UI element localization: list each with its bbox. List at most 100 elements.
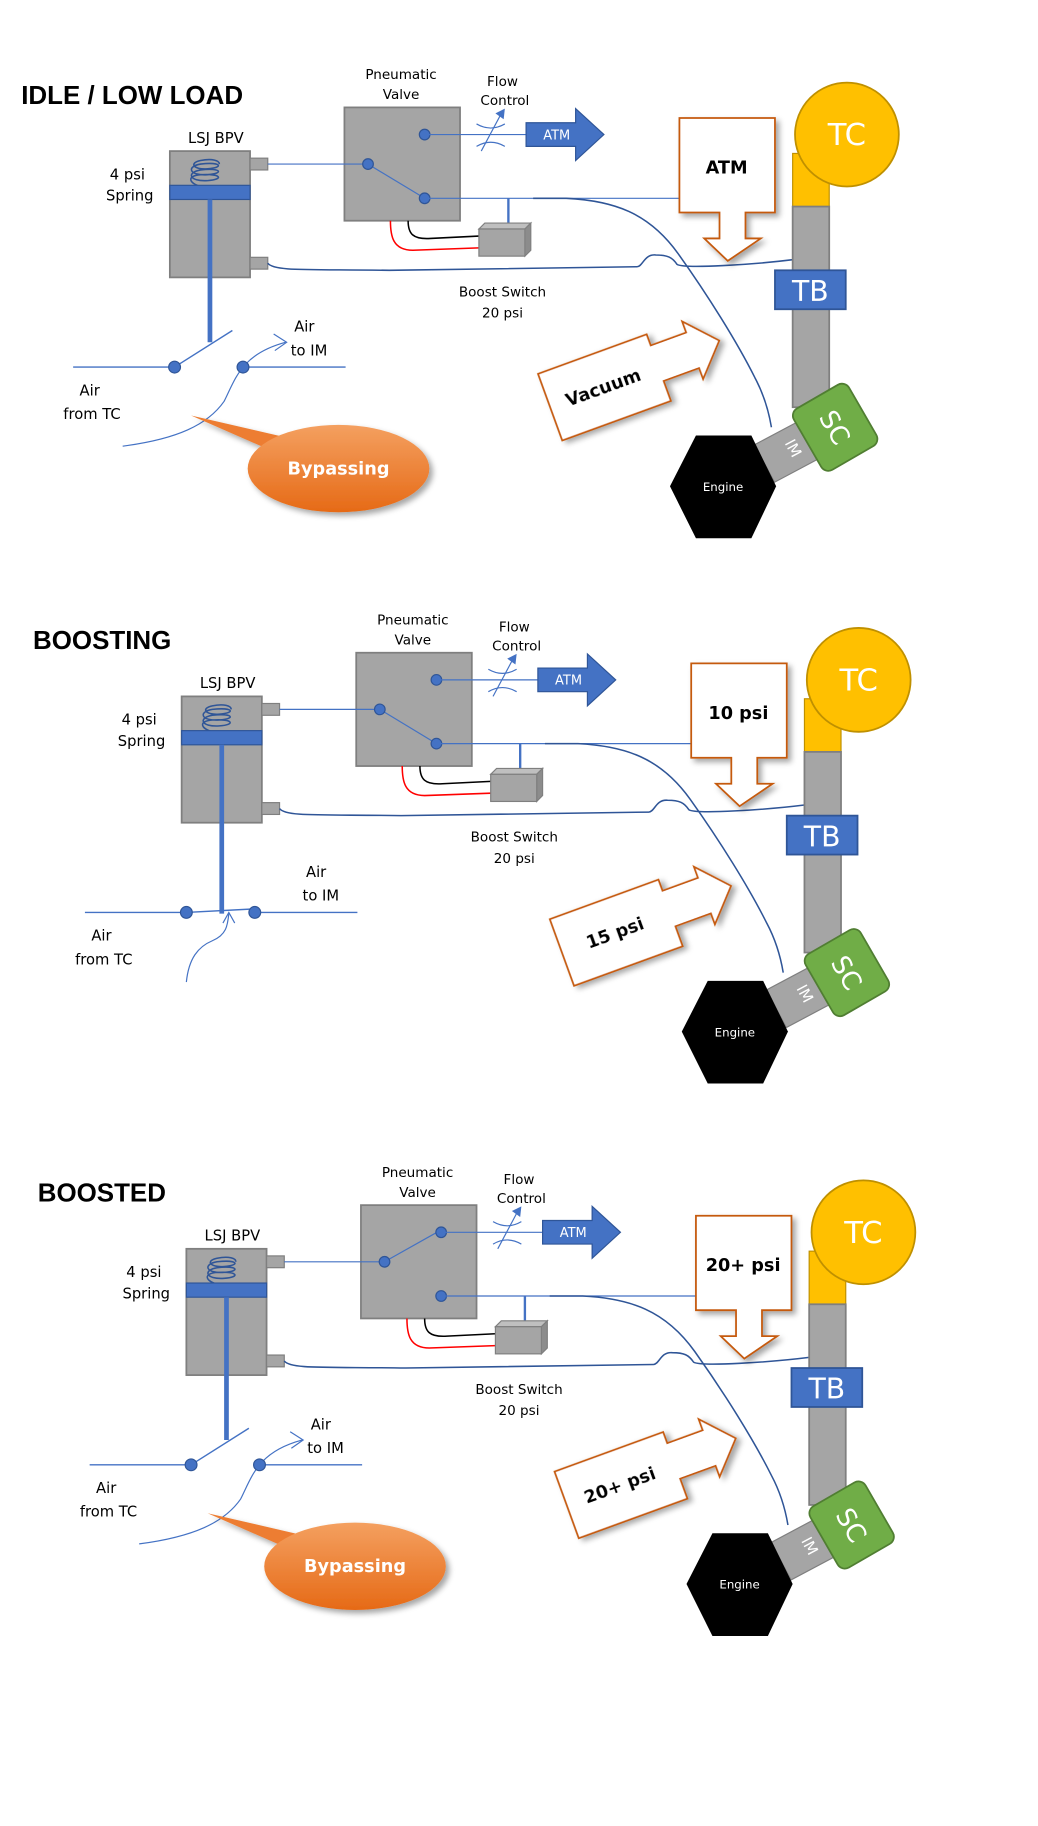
sc-body — [808, 1480, 895, 1570]
bpv-reference-hose — [278, 799, 805, 817]
bpv-label: LSJ BPV — [188, 130, 244, 147]
switch-top — [489, 767, 545, 775]
flow-adjust-line — [492, 660, 513, 697]
atm-arrow-icon — [537, 652, 617, 708]
engine-label: Engine — [715, 1025, 755, 1039]
bpv-bottom-port — [249, 256, 269, 270]
arrow-head-icon — [289, 1431, 305, 1449]
pneumatic-label-line1: Pneumatic — [365, 67, 436, 83]
switch-contact-right — [248, 905, 262, 919]
callout-shape — [536, 319, 721, 442]
throttle-body — [774, 269, 847, 311]
panel-title: BOOSTED — [38, 1180, 166, 1208]
callout-bubble — [264, 1522, 446, 1610]
valve-switch-link — [379, 708, 437, 745]
sc-body — [791, 382, 879, 472]
switch-top — [493, 1320, 549, 1328]
panel-title: IDLE / LOW LOAD — [21, 82, 243, 110]
engine — [686, 1533, 793, 1636]
spring-label-line2: Spring — [106, 188, 154, 205]
callout-shape — [678, 117, 776, 262]
engine-label: Engine — [703, 480, 743, 494]
valve-port-common — [362, 158, 374, 170]
throttle-body-label: TB — [808, 1373, 846, 1406]
flow-restrictor-icon — [476, 123, 506, 147]
sc-body — [803, 928, 891, 1018]
switch-front — [478, 228, 526, 257]
air-from-tc-line1: Air — [96, 1480, 117, 1497]
manifold-vacuum-hose — [544, 742, 784, 973]
bypassing-label: Bypassing — [304, 1557, 406, 1577]
flow-label-line2: Control — [480, 93, 529, 109]
flow-label-line1: Flow — [487, 74, 518, 90]
flow-label-line2: Control — [497, 1191, 546, 1207]
pneumatic-label-line2: Valve — [399, 1185, 436, 1201]
air-from-tc-line1: Air — [80, 382, 101, 399]
turbocharger-label: TC — [843, 1216, 882, 1251]
switch-side — [540, 1319, 548, 1356]
black-wire — [407, 220, 479, 240]
bpv-bottom-port — [265, 1354, 285, 1368]
bpv-label: LSJ BPV — [205, 1228, 261, 1245]
red-wire — [389, 220, 479, 252]
boost-switch-label-line2: 20 psi — [482, 306, 523, 322]
callout-tail — [207, 1513, 300, 1547]
valve-switch-link — [367, 163, 425, 199]
air-to-im-line1: Air — [311, 1416, 332, 1433]
atm-arrow-label: ATM — [543, 128, 570, 143]
flow-restrictor-icon — [488, 668, 517, 693]
valve-port-common — [378, 1255, 391, 1268]
air-from-tc-line1: Air — [91, 928, 112, 945]
bpv-bottom-port — [261, 802, 281, 816]
bpv-top-port — [265, 1255, 285, 1269]
air-to-im-line1: Air — [306, 864, 327, 881]
bpv-piston — [185, 1282, 268, 1298]
red-wire — [406, 1318, 496, 1349]
bpv-reference-hose — [267, 254, 793, 272]
bypassing-label: Bypassing — [288, 459, 390, 479]
pneumatic-label-line1: Pneumatic — [377, 612, 448, 628]
pneumatic-label-line2: Valve — [383, 87, 420, 103]
air-from-tc-line2: from TC — [75, 951, 132, 968]
spring-label-line1: 4 psi — [110, 166, 145, 183]
bpv-label: LSJ BPV — [200, 675, 256, 692]
air-to-im-line1: Air — [294, 319, 315, 336]
bpv-piston — [181, 730, 263, 746]
bpv-top-port — [261, 702, 281, 716]
air-from-tc-line2: from TC — [63, 406, 120, 423]
flow-adjust-arrowhead-icon — [507, 653, 517, 665]
switch-blade — [174, 329, 233, 368]
bpv-piston — [169, 184, 251, 201]
engine — [669, 435, 777, 539]
bypassing-callout: Bypassing — [191, 415, 430, 513]
boost-switch-label-line1: Boost Switch — [459, 284, 546, 300]
boost-switch-label-line1: Boost Switch — [475, 1382, 562, 1398]
engine-label: Engine — [719, 1578, 759, 1592]
pre-throttle-callout: 20+ psi — [695, 1214, 793, 1360]
bypass-flow-arrow — [122, 341, 286, 447]
throttle-body — [785, 814, 859, 856]
flow-adjust-line — [480, 115, 501, 152]
turbocharger — [810, 1179, 917, 1286]
throttle-body — [790, 1367, 864, 1408]
flow-adjust-arrowhead-icon — [511, 1206, 522, 1217]
bpv-top-port — [249, 157, 269, 171]
atm-arrow-label: ATM — [560, 1226, 587, 1241]
blocked-flow-arrow — [185, 913, 230, 983]
atm-arrow-icon — [542, 1204, 622, 1260]
